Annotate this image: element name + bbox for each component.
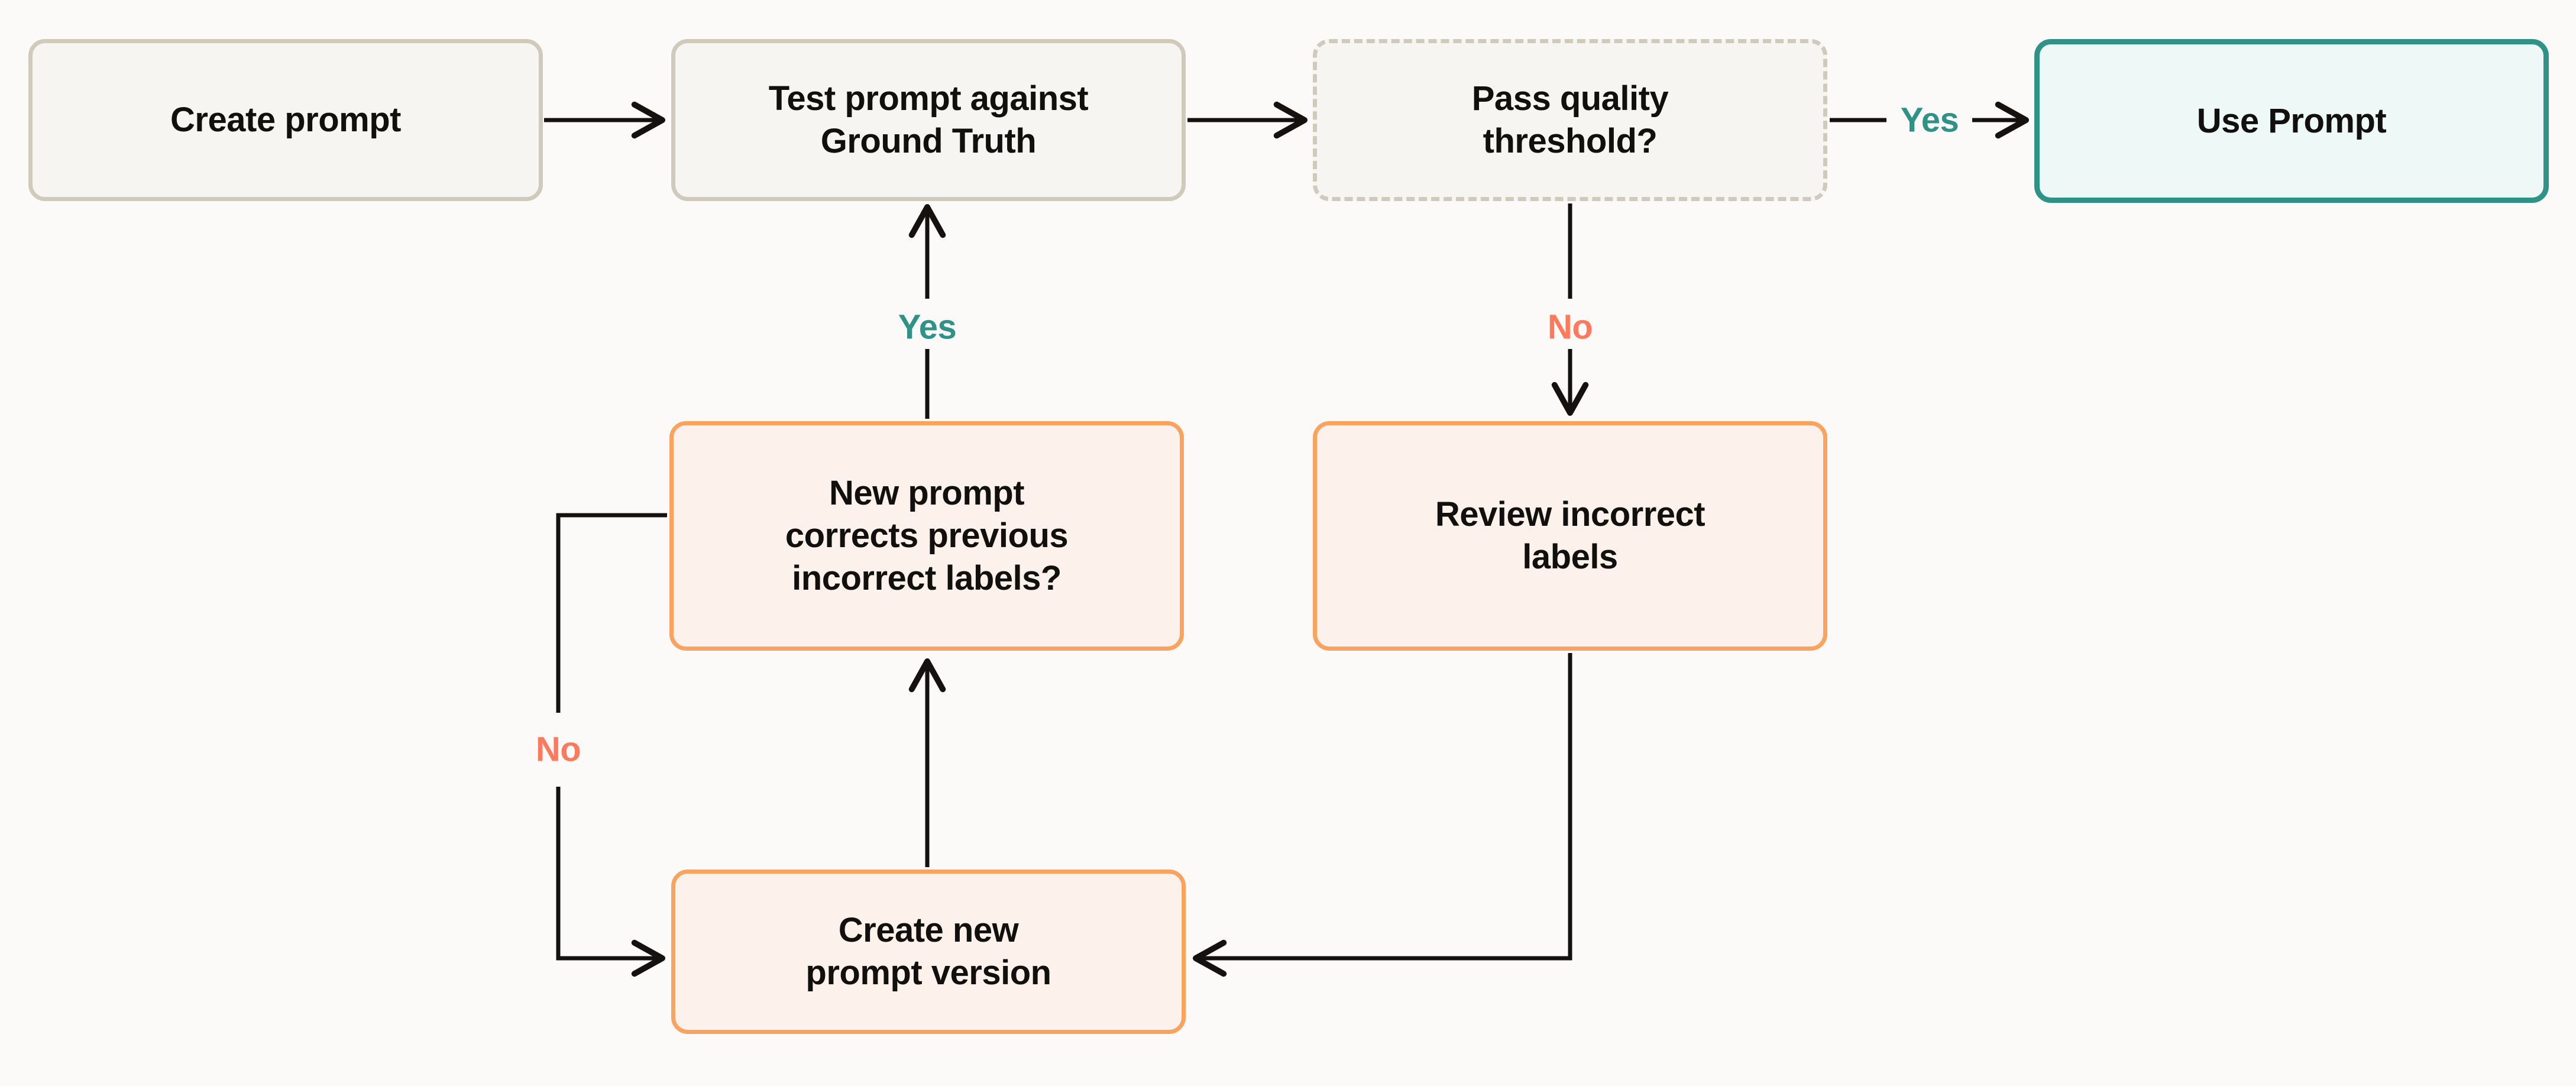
node-pass-quality-threshold[interactable]: Pass quality threshold? <box>1313 39 1827 201</box>
node-new-prompt-corrects-label: New prompt corrects previous incorrect l… <box>785 474 1069 597</box>
node-create-prompt-label: Create prompt <box>170 101 401 140</box>
connector-corrects-to-createnew-b <box>556 787 665 977</box>
node-test-prompt-label: Test prompt against Ground Truth <box>768 79 1089 160</box>
node-new-prompt-corrects-previous-incorrect-labels[interactable]: New prompt corrects previous incorrect l… <box>669 421 1184 651</box>
edge-label-no-threshold-to-review: No <box>1547 308 1593 347</box>
connector-corrects-to-createnew-a <box>556 513 667 713</box>
node-use-prompt-label: Use Prompt <box>2196 101 2387 140</box>
node-create-new-prompt-version-label: Create new prompt version <box>805 911 1051 992</box>
edge-label-yes-threshold-to-use-prompt: Yes <box>1900 101 1959 140</box>
connector-review-to-createnew <box>1193 653 1572 977</box>
node-use-prompt[interactable]: Use Prompt <box>2034 39 2549 203</box>
node-test-prompt-against-ground-truth[interactable]: Test prompt against Ground Truth <box>671 39 1186 201</box>
node-pass-quality-threshold-label: Pass quality threshold? <box>1471 79 1669 160</box>
edge-label-no-corrects-to-create-new: No <box>535 730 581 769</box>
node-create-new-prompt-version[interactable]: Create new prompt version <box>671 870 1186 1034</box>
node-review-incorrect-labels[interactable]: Review incorrect labels <box>1313 421 1827 651</box>
node-create-prompt[interactable]: Create prompt <box>28 39 543 201</box>
node-review-incorrect-labels-label: Review incorrect labels <box>1435 495 1706 576</box>
edge-label-yes-corrects-to-test: Yes <box>898 308 957 347</box>
